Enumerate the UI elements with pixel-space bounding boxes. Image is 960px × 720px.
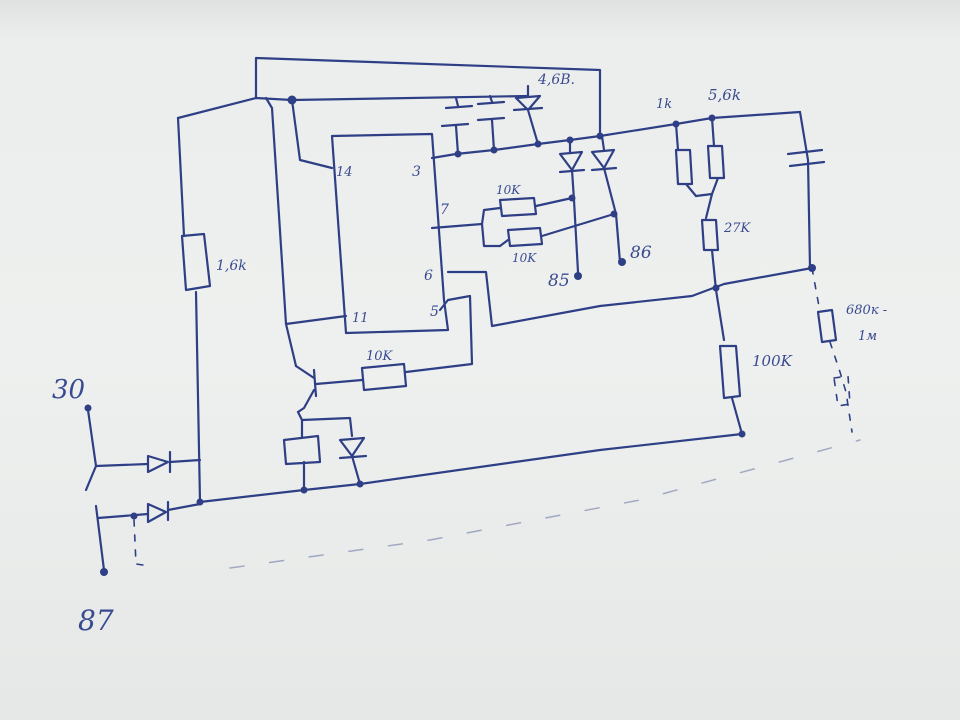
wire-left-frame <box>284 322 298 368</box>
capacitor-ceramic <box>476 94 506 152</box>
wire-base <box>314 378 364 386</box>
label-r-27k: 27K <box>723 221 752 236</box>
label-terminal-87: 87 <box>78 604 114 637</box>
resistor-1k <box>674 122 698 198</box>
label-pin-5: 5 <box>430 304 439 320</box>
label-pin-7: 7 <box>440 202 449 218</box>
resistor-10k-top <box>498 196 538 218</box>
wire-ground-return <box>198 432 744 504</box>
wire-divider-join <box>694 192 714 220</box>
wire-left-rail <box>176 116 202 504</box>
wire-30-diode <box>94 458 202 468</box>
label-r-1k6: 1,6k <box>216 258 247 274</box>
wire-pin7 <box>430 222 502 248</box>
resistor-100k <box>718 344 742 400</box>
wire-top-frame <box>254 56 602 136</box>
label-zener-4v6: 4,6B. <box>537 72 575 88</box>
wire-pin14 <box>290 98 334 170</box>
wire-10k-top <box>480 196 574 226</box>
resistor-1k6 <box>180 232 212 292</box>
wire-relay-top <box>296 410 354 438</box>
terminal-30-lead <box>84 408 98 492</box>
diode-to-85 <box>558 138 586 202</box>
label-pin-14: 14 <box>336 165 353 180</box>
label-r-10k-mid: 10K <box>512 251 537 265</box>
wire-pin5 <box>404 294 474 374</box>
wire-pin6 <box>446 266 814 328</box>
wire-10k-mid <box>498 212 616 248</box>
junction-dots <box>84 95 816 576</box>
ic-chip-body <box>330 132 450 335</box>
paper-fold-line <box>229 439 861 569</box>
transistor-npn <box>294 364 318 414</box>
wire-680k-dashed <box>811 267 853 433</box>
wire-85 <box>572 198 580 274</box>
resistor-680k <box>816 308 838 344</box>
capacitor-electrolytic <box>440 96 474 156</box>
zener-diode-4v6 <box>512 84 544 146</box>
wire-top-rail <box>176 94 530 120</box>
diode-30 <box>146 450 172 474</box>
diode-to-86 <box>590 134 622 264</box>
label-r-100k: 100K <box>752 352 793 370</box>
wire-87-diode <box>96 502 202 520</box>
resistor-680k-optional <box>833 375 851 407</box>
resistor-5k6 <box>706 116 726 196</box>
resistor-10k-mid <box>506 226 544 248</box>
label-r-680k-line2: 1м <box>858 329 877 344</box>
label-r-680k-line1: 680к - <box>846 303 887 318</box>
label-pin-11: 11 <box>352 311 369 326</box>
label-r-10k-top: 10K <box>496 183 521 197</box>
label-terminal-86: 86 <box>630 243 652 263</box>
label-terminal-85: 85 <box>548 271 570 291</box>
label-r-1k: 1k <box>656 97 672 112</box>
wire-right-drop <box>798 110 812 270</box>
wire-87-dashed <box>133 519 151 567</box>
resistor-27k <box>700 218 720 252</box>
label-pin-3: 3 <box>412 164 421 180</box>
label-terminal-30: 30 <box>52 375 85 405</box>
flyback-diode <box>338 436 368 486</box>
resistor-10k-base <box>360 362 408 392</box>
label-pin-6: 6 <box>424 268 433 284</box>
label-r-5k6: 5,6k <box>708 86 741 104</box>
wire-pin11-left <box>264 96 348 326</box>
label-r-10k-base: 10K <box>366 349 394 364</box>
terminal-87-lead <box>94 504 106 572</box>
wire-100k-down <box>730 396 744 436</box>
diode-87 <box>146 500 170 524</box>
relay-coil <box>282 418 322 492</box>
capacitor-right <box>786 148 826 168</box>
wire-27k-down <box>710 248 726 342</box>
